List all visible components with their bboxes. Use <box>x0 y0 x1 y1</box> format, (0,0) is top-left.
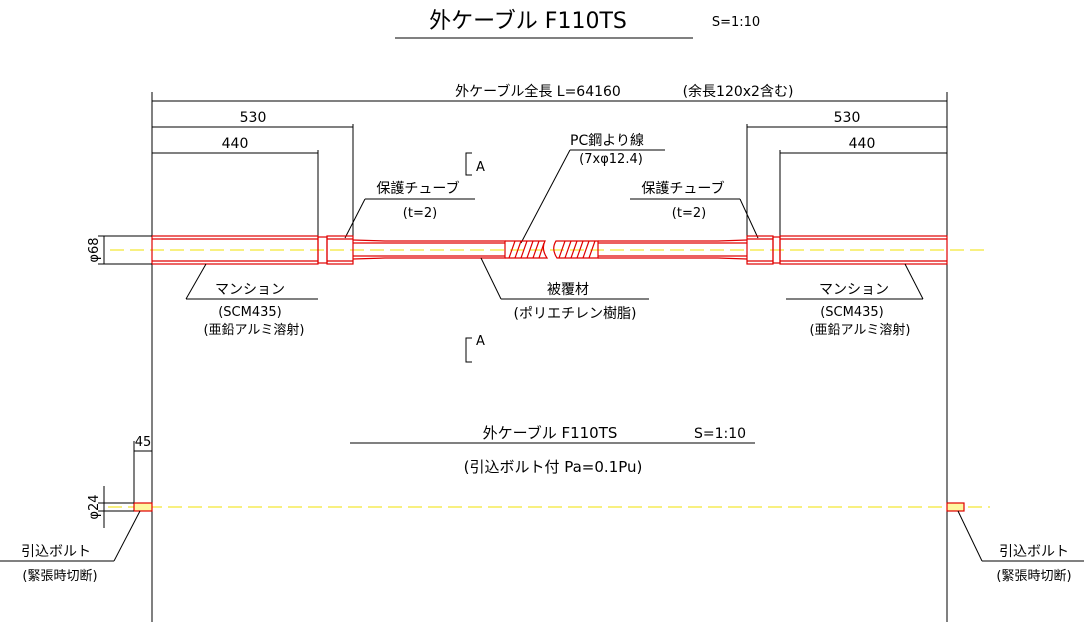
mansion-coating-right: (亜鉛アルミ溶射) <box>809 322 910 338</box>
section-a-top-bracket <box>465 152 472 176</box>
left-dim-outer: 530 <box>240 110 267 126</box>
diameter-main: φ68 <box>87 237 102 262</box>
overall-length: 外ケーブル全長 L=64160 <box>455 83 621 100</box>
strand-right <box>553 240 599 259</box>
strand-left-hatch-5 <box>532 240 540 259</box>
bolt-left <box>133 502 153 512</box>
tube-spec-right: (t=2) <box>672 206 706 221</box>
mansion-label-right: マンション <box>819 282 889 298</box>
strand-left <box>505 240 549 259</box>
bolt-note-right: (緊張時切断) <box>996 569 1071 584</box>
mansion-right <box>779 235 948 265</box>
tube-leader-left <box>344 198 366 239</box>
mansion-leader-left <box>185 263 207 300</box>
left-dim-inner: 440 <box>222 136 249 152</box>
section-a-top: A <box>476 160 485 175</box>
strand-left-hatch-2 <box>514 240 522 259</box>
bolt-right <box>946 502 965 512</box>
sheath-right <box>598 239 748 260</box>
sheath-left <box>352 239 506 260</box>
strand-left-hatch-1 <box>508 240 516 259</box>
right-dim-inner: 440 <box>849 136 876 152</box>
strand-right-hatch-6 <box>588 240 596 259</box>
tube-label-left: 保護チューブ <box>376 180 459 197</box>
tube-left <box>326 235 354 265</box>
diameter-bolt: φ24 <box>87 494 102 519</box>
section-a-bottom: A <box>476 334 485 349</box>
strand-leader <box>520 149 571 244</box>
right-dim-outer: 530 <box>834 110 861 126</box>
mansion-material-right: (SCM435) <box>820 305 884 320</box>
strand-left-hatch-6 <box>538 242 545 259</box>
strand-right-hatch-2 <box>564 240 572 259</box>
bolt-label-right: 引込ボルト <box>999 544 1069 560</box>
sheath-label: 被覆材 <box>547 282 589 298</box>
mansion-label-left: マンション <box>215 282 285 298</box>
strand-left-hatch-4 <box>526 240 534 259</box>
overall-note: (余長120x2含む) <box>683 83 794 100</box>
strand-label: PC鋼より線 <box>570 133 644 149</box>
bolt-leader-right <box>957 510 983 562</box>
sheath-leader <box>480 257 502 300</box>
mansion-material-left: (SCM435) <box>218 305 282 320</box>
main-scale: S=1:10 <box>712 15 760 30</box>
strand-spec: (7xφ12.4) <box>579 152 643 167</box>
strand-right-hatch-4 <box>576 240 584 259</box>
tube-spec-left: (t=2) <box>403 206 437 221</box>
bolt-dim: 45 <box>135 435 152 450</box>
bolt-note-left: (緊張時切断) <box>22 569 97 584</box>
mansion-leader-right <box>904 263 924 300</box>
sheath-material: (ポリエチレン樹脂) <box>514 306 637 322</box>
sub-note: (引込ボルト付 Pa=0.1Pu) <box>464 458 643 476</box>
strand-right-hatch-1 <box>558 240 566 259</box>
mansion-coating-left: (亜鉛アルミ溶射) <box>203 322 304 338</box>
strand-right-hatch-5 <box>582 240 590 259</box>
tube-leader-right <box>739 198 759 239</box>
section-a-bottom-bracket <box>465 337 472 363</box>
strand-right-hatch-3 <box>570 240 578 259</box>
sub-title: 外ケーブル F110TS <box>483 424 618 442</box>
bolt-leader-left <box>113 510 141 562</box>
bolt-label-left: 引込ボルト <box>21 544 91 560</box>
sub-scale: S=1:10 <box>694 426 746 442</box>
main-title: 外ケーブル F110TS <box>429 9 627 34</box>
strand-left-hatch-3 <box>520 240 528 259</box>
tube-label-right: 保護チューブ <box>641 180 724 197</box>
